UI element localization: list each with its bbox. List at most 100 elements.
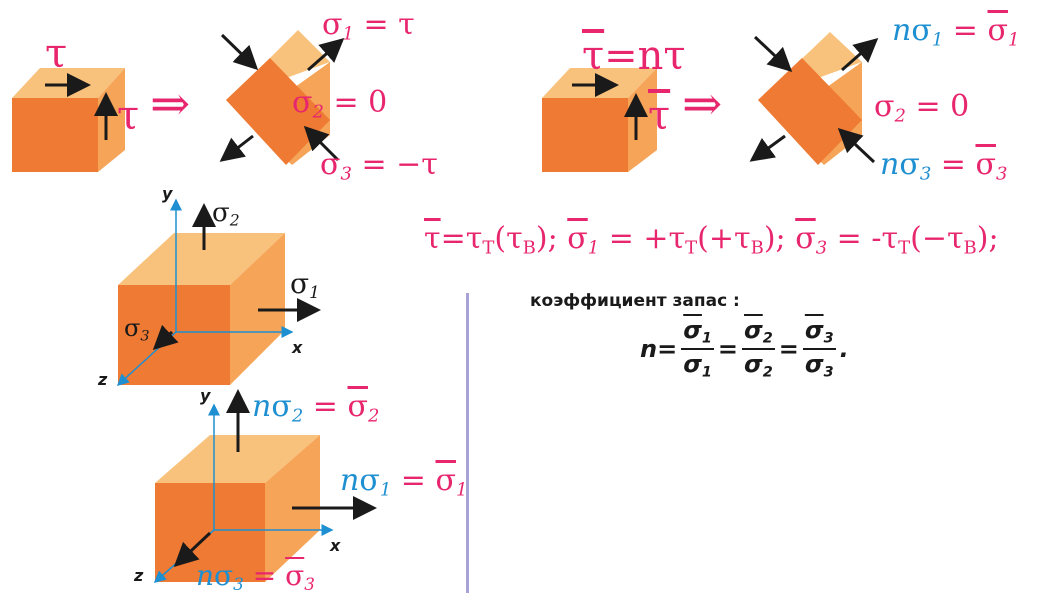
- subscript: 3: [340, 163, 352, 185]
- sigma-bar: σ: [435, 463, 456, 498]
- cube-a-sigma1-label: σ1: [290, 270, 320, 301]
- rotated-cube-right: [758, 32, 862, 165]
- period: .: [839, 334, 849, 363]
- subscript: 1: [455, 479, 468, 501]
- subscript: 1: [701, 364, 712, 381]
- sigma-symbol: σ: [874, 89, 895, 124]
- sigma3-in-arrow-left-bottom: [303, 125, 340, 162]
- formula-part: =τ: [440, 221, 483, 256]
- subscript: 1: [1007, 29, 1020, 51]
- sigma-symbol: σ: [212, 198, 230, 228]
- tau-bar: τ: [424, 221, 441, 256]
- equals: =: [931, 147, 976, 182]
- sigma-symbol: σ: [683, 349, 702, 378]
- sigma1-arrow-right: [841, 38, 879, 72]
- sigma-symbol: σ: [911, 13, 932, 48]
- equals: =: [778, 334, 799, 363]
- equals: =: [243, 559, 286, 592]
- subscript: 1: [379, 479, 392, 501]
- sigma-bar: σ: [744, 316, 763, 344]
- formula-part: );: [763, 221, 796, 256]
- sigma-bar: σ: [567, 221, 588, 256]
- equation-rhs: = −τ: [351, 147, 438, 182]
- sigma-bar: σ: [804, 316, 824, 344]
- n-sigma1-label-right: nσ1 = σ1: [892, 16, 1019, 49]
- n-coef: n: [880, 147, 900, 182]
- sigma-symbol: σ: [214, 559, 234, 592]
- subscript: 1: [309, 282, 320, 303]
- subscript: 2: [762, 364, 773, 381]
- subscript: 3: [233, 574, 244, 595]
- subscript: 2: [894, 105, 906, 127]
- cube-a-z-label: z: [98, 370, 108, 389]
- cube-b-sigma3-arrow: [173, 531, 212, 568]
- subscript: B: [750, 237, 764, 259]
- equation-rhs: = τ: [353, 7, 415, 42]
- formula-part: = +τ: [599, 221, 686, 256]
- cube-a-y-label: y: [162, 184, 173, 203]
- subscript: T: [685, 237, 698, 259]
- sigma-symbol: σ: [744, 349, 763, 378]
- equation-rhs: = 0: [905, 89, 970, 124]
- formula-part: );: [535, 221, 568, 256]
- sigma2-label-left: σ2 = 0: [292, 88, 387, 121]
- n-coef: n: [252, 389, 272, 424]
- subscript: 3: [919, 163, 932, 185]
- formula-part: );: [976, 221, 999, 256]
- n-coef: n: [892, 13, 912, 48]
- sigma2-label-right: σ2 = 0: [874, 92, 969, 125]
- subscript: 1: [587, 237, 600, 259]
- safety-factor-label: коэффициент запас :: [530, 291, 740, 311]
- equals: =: [391, 463, 436, 498]
- subscript: T: [898, 237, 911, 259]
- subscript: B: [963, 237, 977, 259]
- sigma3-out-arrow-left: [219, 134, 254, 162]
- sigma-symbol: σ: [899, 147, 920, 182]
- sigma-bar: σ: [987, 13, 1008, 48]
- sigma-symbol: σ: [124, 314, 141, 342]
- sigma-symbol: σ: [271, 389, 292, 424]
- n-coef: n: [340, 463, 360, 498]
- n-sigma3-label-right: nσ3 = σ3: [880, 150, 1007, 183]
- cube-b-n-sigma2-label: nσ2 = σ2: [252, 392, 379, 425]
- subscript: 2: [367, 405, 380, 427]
- subscript: 3: [823, 364, 834, 381]
- equals: =: [303, 389, 348, 424]
- implies-arrow-right: ⇒: [682, 76, 723, 132]
- cube-b-n-sigma1-label: nσ1 = σ1: [340, 466, 467, 499]
- tau-bar-rhs: =nτ: [604, 33, 686, 79]
- subscript: 2: [762, 330, 773, 347]
- sigma-symbol: σ: [290, 267, 310, 300]
- subscript: 2: [229, 211, 240, 230]
- n-coef: n: [196, 559, 215, 592]
- subscript: 1: [342, 23, 354, 45]
- subscript: 3: [815, 237, 828, 259]
- tau-bar-side-label: τ: [648, 93, 671, 139]
- sigma3-label-left: σ3 = −τ: [320, 150, 438, 183]
- equation-rhs: = 0: [323, 85, 388, 120]
- cube-a-sigma3-arrow: [152, 324, 179, 351]
- cube-a-sigma3-label: σ3: [124, 316, 150, 344]
- n-coef: n: [640, 334, 658, 363]
- implies-arrow-left: ⇒: [150, 76, 191, 132]
- cube-b-z-label: z: [134, 566, 144, 585]
- subscript: 2: [312, 101, 324, 123]
- sigma-symbol: σ: [359, 463, 380, 498]
- equals: =: [717, 334, 739, 363]
- limit-stress-formula: τ=τT(τB); σ1 = +τT(+τB); σ3 = -τT(−τB);: [424, 224, 999, 257]
- tau-bar-equation: τ=nτ: [582, 36, 686, 76]
- tau-top-label: τ: [45, 31, 68, 77]
- subscript: B: [522, 237, 536, 259]
- sigma-bar: σ: [795, 221, 816, 256]
- formula-part: (τ: [494, 221, 523, 256]
- subscript: 3: [140, 328, 150, 345]
- tau-side-label: τ: [117, 93, 140, 139]
- cube-b-n-sigma3-label: nσ3 = σ3: [196, 562, 315, 593]
- sigma-symbol: σ: [292, 85, 313, 120]
- sigma3-in-arrow-left-top: [220, 33, 259, 71]
- sigma-bar: σ: [347, 389, 368, 424]
- sigma3-in-arrow-right-top: [753, 35, 793, 73]
- formula-part: (−τ: [910, 221, 964, 256]
- equals: =: [657, 334, 678, 363]
